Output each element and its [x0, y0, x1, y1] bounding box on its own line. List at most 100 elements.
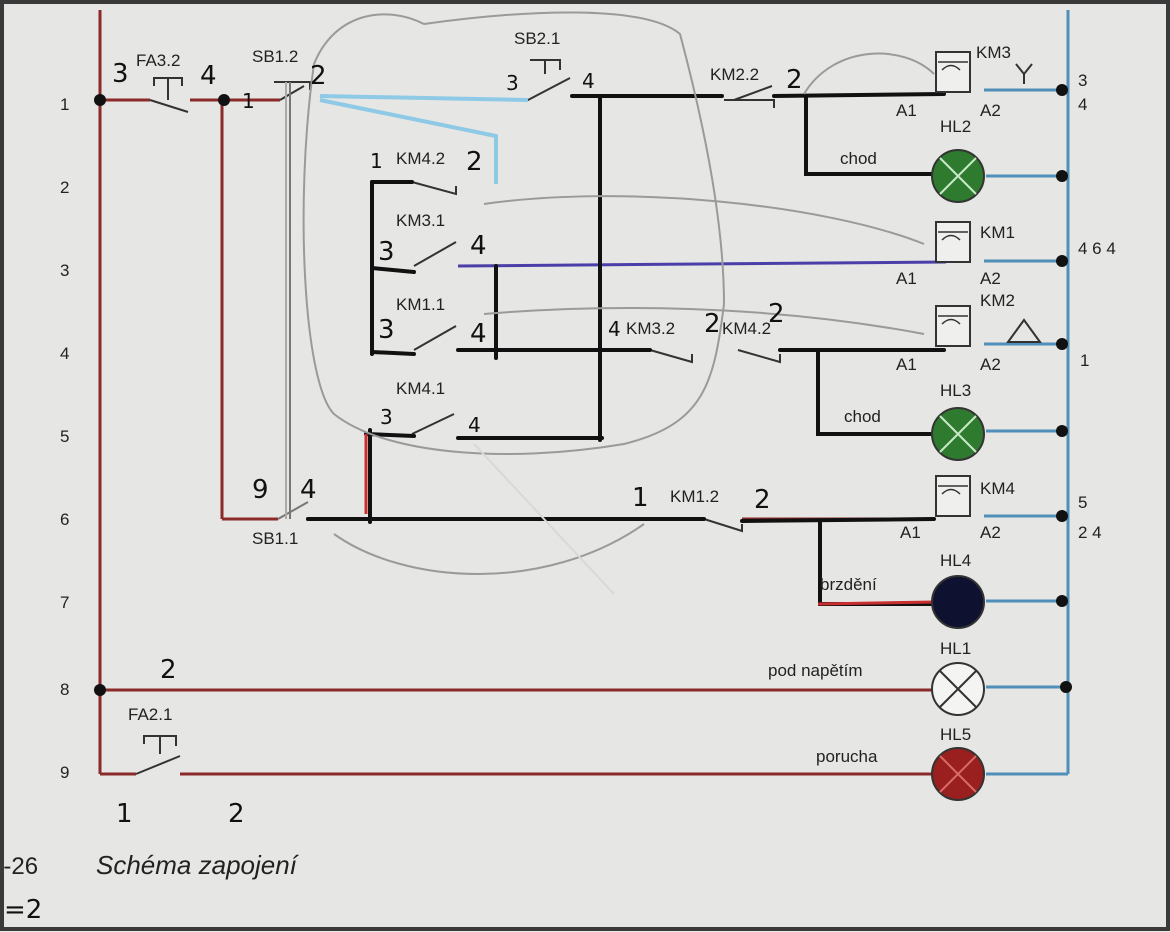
lamp-hl1 — [931, 662, 985, 716]
hand-2-sb12: 2 — [310, 61, 327, 91]
coil-marks — [938, 61, 968, 495]
component-labels: FA3.2 SB1.2 SB2.1 KM2.2 KM3 A1 A2 HL2 ch… — [128, 29, 1015, 766]
star-connection-icon — [1015, 63, 1033, 84]
hand-2-km42: 2 — [466, 147, 483, 177]
hand-3-km41: 3 — [380, 405, 393, 429]
row-number-8: 8 — [60, 680, 69, 699]
row-number-9: 9 — [60, 763, 69, 782]
label-hl3: HL3 — [940, 381, 971, 400]
row-number-3: 3 — [60, 261, 69, 280]
caption-sub: =2 — [4, 895, 42, 925]
hand-1-km42: 1 — [370, 149, 383, 173]
coils — [935, 51, 971, 517]
xref-row6-a: 5 — [1078, 493, 1087, 512]
label-km1-2: KM1.2 — [670, 487, 719, 506]
hand-9-sb11: 9 — [252, 475, 269, 505]
label-km1: KM1 — [980, 223, 1015, 242]
label-chod-1: chod — [840, 149, 877, 168]
row-number-2: 2 — [60, 178, 69, 197]
xref-row3: 4 6 4 — [1078, 239, 1116, 258]
label-sb1-2: SB1.2 — [252, 47, 298, 66]
label-sb1-1: SB1.1 — [252, 529, 298, 548]
label-km4-2: KM4.2 — [396, 149, 445, 168]
label-hl1: HL1 — [940, 639, 971, 658]
label-km2-2: KM2.2 — [710, 65, 759, 84]
neutral-nodes — [1056, 84, 1072, 693]
hand-4-sb11: 4 — [300, 475, 317, 505]
highlight-wire-blue — [319, 94, 529, 184]
lamp-hl2 — [931, 149, 985, 203]
pencil-outlines — [302, 11, 935, 595]
label-km3-2: KM3.2 — [626, 319, 675, 338]
highlight-wire-purple — [457, 260, 947, 268]
row-numbers: 1 2 3 4 5 6 7 8 9 — [60, 95, 69, 782]
label-chod-2: chod — [844, 407, 881, 426]
label-km3-a2: A2 — [980, 101, 1001, 120]
handwritten-annotations: 3 4 1 2 3 4 2 1 2 3 4 3 4 4 2 2 3 4 9 4 … — [112, 59, 803, 829]
label-km2-a1: A1 — [896, 355, 917, 374]
label-km4: KM4 — [980, 479, 1015, 498]
row-number-5: 5 — [60, 427, 69, 446]
hand-1-km12: 1 — [632, 483, 649, 513]
label-km3-1: KM3.1 — [396, 211, 445, 230]
label-fa2-1: FA2.1 — [128, 705, 172, 724]
label-km1-a2: A2 — [980, 269, 1001, 288]
label-fa3-2: FA3.2 — [136, 51, 180, 70]
xref-row1-b: 4 — [1078, 95, 1087, 114]
hand-4-km11: 4 — [470, 319, 487, 349]
label-sb2-1: SB2.1 — [514, 29, 560, 48]
hand-3-km31: 3 — [378, 237, 395, 267]
hand-3-fa32: 3 — [112, 59, 129, 89]
row-number-4: 4 — [60, 344, 69, 363]
label-km4-a1: A1 — [900, 523, 921, 542]
xref-row1-a: 3 — [1078, 71, 1087, 90]
label-pod-napetim: pod napětím — [768, 661, 863, 680]
label-km1-a1: A1 — [896, 269, 917, 288]
lamp-hl5 — [931, 747, 985, 801]
hand-2-km12: 2 — [754, 485, 771, 515]
schematic-diagram: 1 2 3 4 5 6 7 8 9 — [0, 10, 1116, 925]
caption-number: 5-26 — [4, 853, 38, 880]
label-km2-a2: A2 — [980, 355, 1001, 374]
hand-4-km41: 4 — [468, 413, 481, 437]
caption-title: Schéma zapojení — [96, 850, 300, 880]
lamp-hl3 — [931, 407, 985, 461]
label-km2: KM2 — [980, 291, 1015, 310]
row-number-1: 1 — [60, 95, 69, 114]
marker-wires — [306, 92, 946, 606]
label-hl5: HL5 — [940, 725, 971, 744]
label-km4-2-row4: KM4.2 — [722, 319, 771, 338]
hand-3-km11: 3 — [378, 315, 395, 345]
label-km4-a2: A2 — [980, 523, 1001, 542]
delta-connection-icon — [1006, 318, 1042, 343]
label-hl2: HL2 — [940, 117, 971, 136]
red-accent-strokes — [364, 434, 935, 606]
label-brzdeni: brzdění — [820, 575, 877, 594]
hand-4-sb21: 4 — [582, 69, 595, 93]
xref-row6-b: 2 4 — [1078, 523, 1102, 542]
hand-2-km22: 2 — [786, 65, 803, 95]
hand-2-km42: 2 — [768, 299, 785, 329]
contacts — [135, 59, 781, 775]
cross-references: 3 4 4 6 4 1 5 2 4 — [1078, 71, 1116, 542]
hand-2-row8: 2 — [160, 655, 177, 685]
label-km3-a1: A1 — [896, 101, 917, 120]
hand-1-sb12: 1 — [242, 89, 255, 113]
row-number-6: 6 — [60, 510, 69, 529]
rail-nodes — [94, 94, 230, 696]
hand-3-sb21: 3 — [506, 71, 519, 95]
hand-2-km32: 2 — [704, 309, 721, 339]
hand-4-km32: 4 — [608, 317, 621, 341]
hand-4-fa32: 4 — [200, 61, 217, 91]
caption: 5-26 Schéma zapojení =2 — [0, 850, 300, 925]
hand-1-fa21: 1 — [116, 799, 133, 829]
hand-4-km31: 4 — [470, 231, 487, 261]
lamp-hl4 — [931, 575, 985, 629]
label-hl4: HL4 — [940, 551, 971, 570]
label-km3: KM3 — [976, 43, 1011, 62]
neutral-rail — [984, 10, 1070, 776]
label-km1-1: KM1.1 — [396, 295, 445, 314]
xref-row4: 1 — [1080, 351, 1089, 370]
hand-2-fa21: 2 — [228, 799, 245, 829]
row-number-7: 7 — [60, 593, 69, 612]
